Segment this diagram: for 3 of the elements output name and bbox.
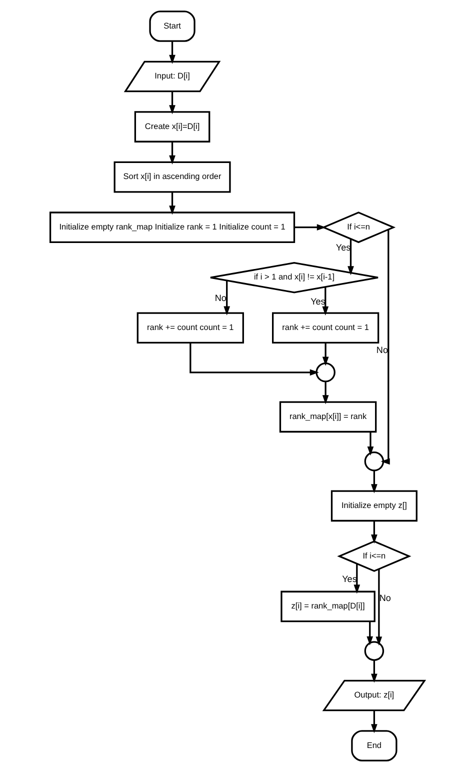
edge-label: No <box>214 293 226 304</box>
edge-label: Yes <box>335 242 350 252</box>
edge-label: No <box>378 592 390 603</box>
